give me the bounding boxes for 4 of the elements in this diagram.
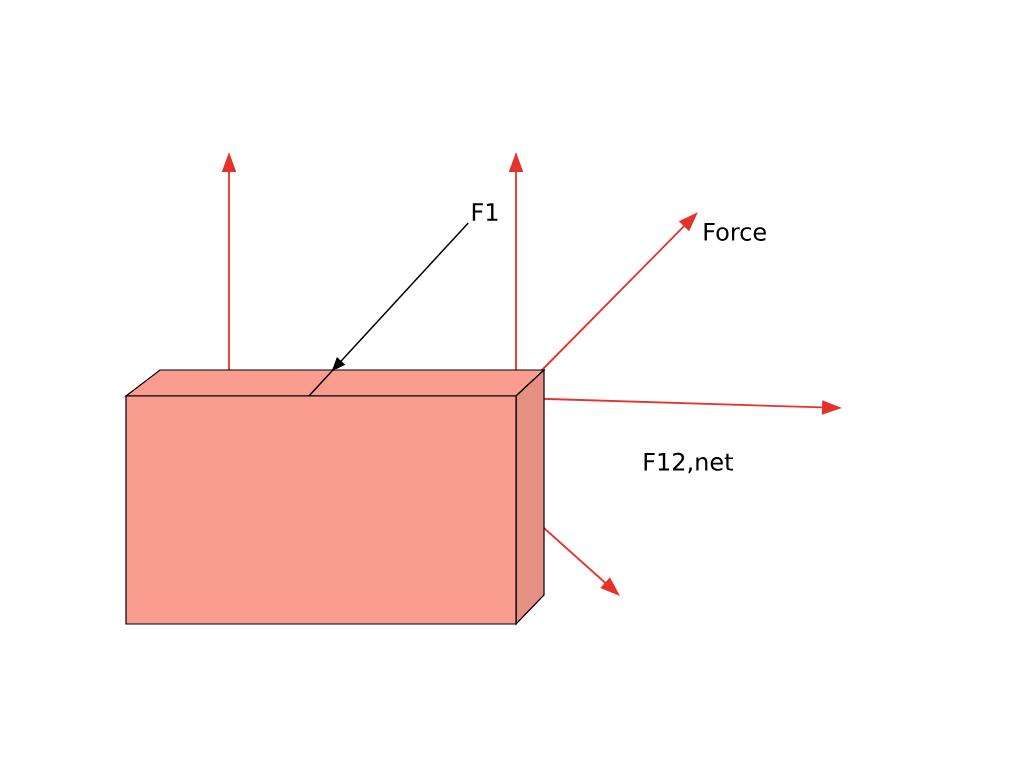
force-label: F12,net [644,452,733,474]
arrow [308,222,469,397]
force-label: F1 [472,203,498,221]
force-label: Force [704,223,766,241]
